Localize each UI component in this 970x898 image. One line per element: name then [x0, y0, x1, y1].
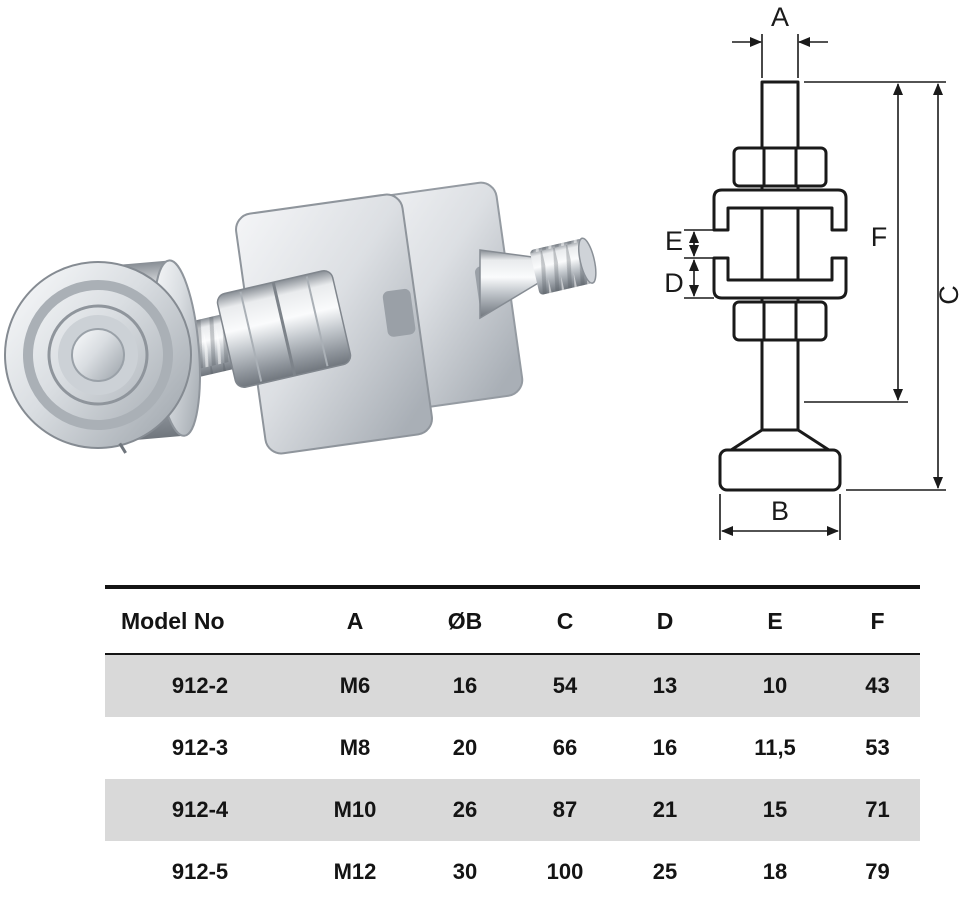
dim-label-b: B: [771, 496, 789, 526]
dim-label-c: C: [934, 285, 964, 305]
spec-cell: 53: [865, 735, 890, 760]
model-cell: 912-5: [171, 859, 229, 884]
spec-cell: 71: [835, 779, 920, 841]
part-outline: [712, 80, 848, 492]
spec-cell: 25: [652, 859, 678, 884]
spec-cell: 18: [762, 859, 788, 884]
col-header-d: D: [615, 587, 715, 655]
spec-cell: M10: [295, 779, 415, 841]
table-row: 912-5 M12 30 100 25 18 79: [105, 841, 920, 898]
product-photo: [4, 181, 597, 455]
header-row: Model No A ØB C D E F: [105, 587, 920, 655]
spec-cell: 54: [515, 654, 615, 717]
spec-cell: 100: [546, 859, 584, 884]
dim-label-a: A: [771, 2, 789, 32]
spec-cell: 20: [452, 735, 478, 760]
dim-label-d: D: [664, 268, 684, 298]
spec-cell: 13: [615, 654, 715, 717]
table-row: 912-4 M10 26 87 21 15 71: [105, 779, 920, 841]
spec-cell: 21: [615, 779, 715, 841]
spec-cell: 30: [452, 859, 478, 884]
table-row: 912-2 M6 16 54 13 10 43: [105, 654, 920, 717]
spec-cell: 11,5: [754, 735, 796, 760]
spec-cell: 43: [835, 654, 920, 717]
dimension-lines: [684, 34, 946, 540]
dimension-drawing: A B C D E F: [664, 2, 964, 540]
model-cell: 912-2: [105, 654, 295, 717]
roller-wheel: [4, 259, 201, 454]
spec-cell: M6: [295, 654, 415, 717]
col-header-b: ØB: [415, 587, 515, 655]
spec-cell: 16: [415, 654, 515, 717]
threaded-end: [530, 237, 597, 295]
spec-cell: 16: [652, 735, 678, 760]
spec-cell: 10: [715, 654, 835, 717]
spec-cell: 87: [515, 779, 615, 841]
spec-cell: 26: [415, 779, 515, 841]
col-header-a: A: [295, 587, 415, 655]
spec-cell: 15: [715, 779, 835, 841]
col-header-f: F: [835, 587, 920, 655]
hex-nut: [216, 270, 352, 388]
model-cell: 912-3: [171, 735, 229, 760]
col-header-c: C: [515, 587, 615, 655]
col-header-model: Model No: [105, 587, 295, 655]
spec-table: Model No A ØB C D E F 912-2 M6 16 54 13 …: [105, 585, 920, 898]
dim-label-f: F: [871, 222, 888, 252]
model-cell: 912-4: [105, 779, 295, 841]
spec-cell: 79: [865, 859, 890, 884]
col-header-e: E: [715, 587, 835, 655]
dim-label-e: E: [665, 226, 683, 256]
spec-cell: M12: [333, 859, 377, 884]
spec-cell: 66: [552, 735, 578, 760]
spec-cell: M8: [339, 735, 371, 760]
table-row: 912-3 M8 20 66 16 11,5 53: [105, 717, 920, 779]
